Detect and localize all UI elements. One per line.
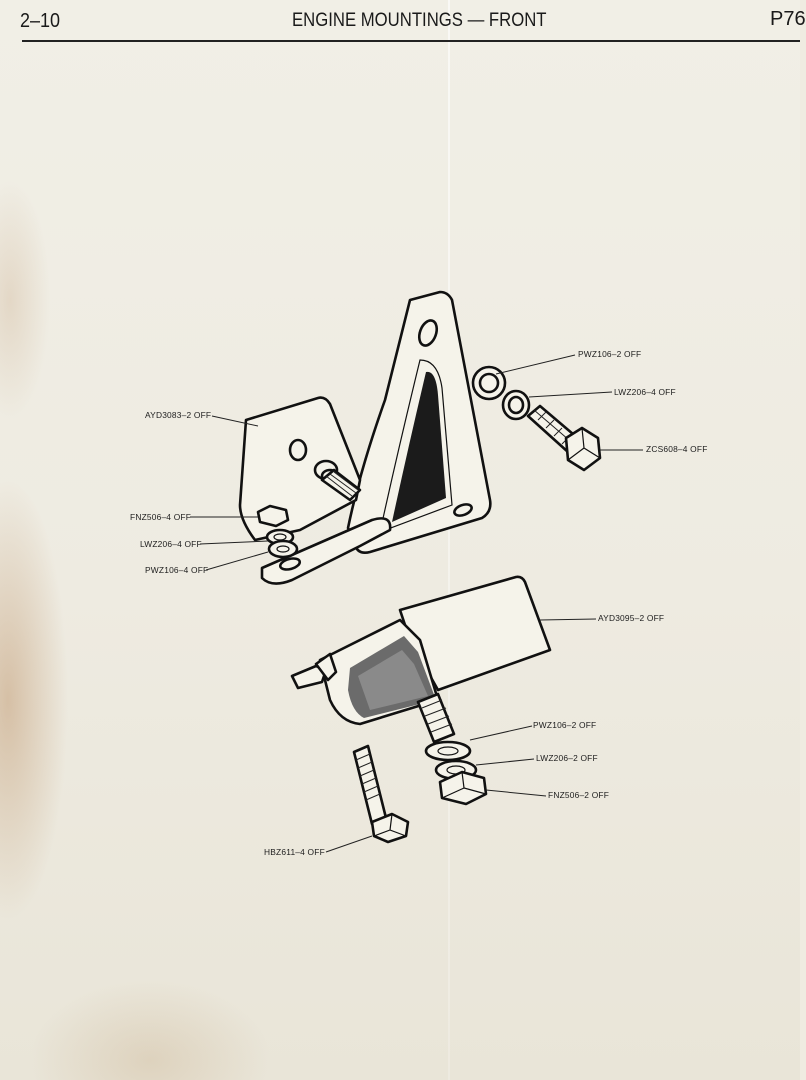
leader-lines — [190, 354, 643, 853]
bracket-assembly — [238, 290, 492, 585]
callout-pwz106-bottom: PWZ106–2 OFF — [533, 720, 597, 730]
callout-fnz506-left: FNZ506–4 OFF — [130, 512, 192, 522]
callout-fnz506-bottom: FNZ506–2 OFF — [548, 790, 610, 800]
page-title: ENGINE MOUNTINGS — FRONT — [292, 10, 547, 31]
callout-ayd3083: AYD3083–2 OFF — [145, 410, 212, 420]
callout-lwz206-left: LWZ206–4 OFF — [140, 539, 202, 549]
callout-hbz611: HBZ611–4 OFF — [264, 847, 325, 857]
callout-pwz106-top: PWZ106–2 OFF — [578, 349, 642, 359]
callout-lwz206-bottom: LWZ206–2 OFF — [536, 753, 598, 763]
plate-number: P76 — [770, 8, 806, 30]
bottom-bolt — [352, 744, 410, 844]
left-fastener-stack — [256, 504, 299, 559]
callout-lwz206-top: LWZ206–4 OFF — [614, 387, 676, 397]
bottom-fastener-stack — [424, 740, 488, 806]
page-fold — [448, 0, 450, 1080]
rubber-mounting — [290, 575, 552, 744]
top-right-fastener-stack — [471, 365, 602, 472]
header-rule — [22, 40, 800, 42]
callout-zcs608: ZCS608–4 OFF — [646, 444, 708, 454]
page-number: 2–10 — [20, 10, 61, 32]
callout-ayd3095: AYD3095–2 OFF — [598, 613, 665, 623]
callout-pwz106-left: PWZ106–4 OFF — [145, 565, 209, 575]
